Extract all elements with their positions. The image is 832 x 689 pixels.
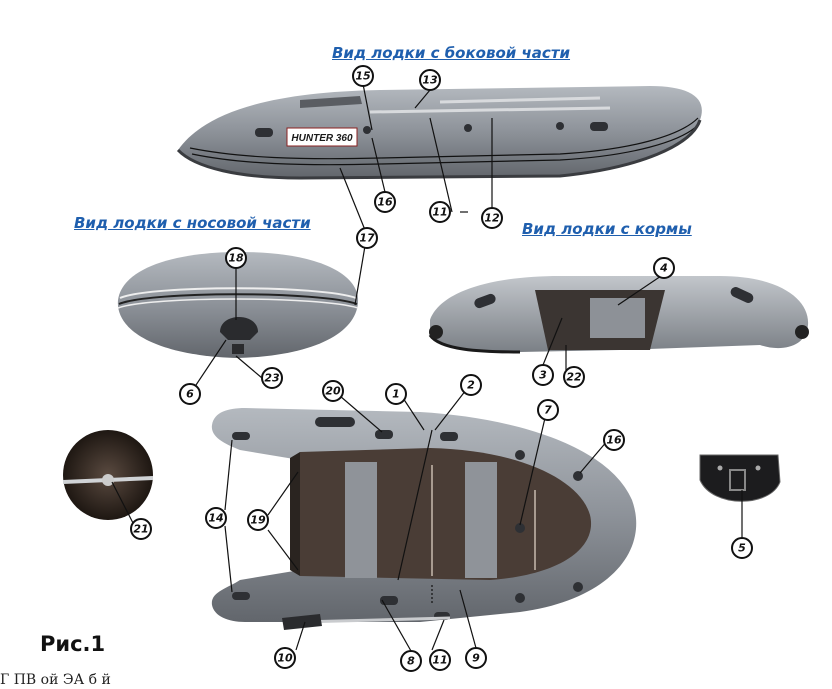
callout-3: 3	[532, 364, 554, 386]
callout-16: 16	[374, 191, 396, 213]
svg-text:16: 16	[377, 196, 393, 209]
callout-9: 9	[465, 647, 487, 669]
callout-23: 23	[261, 367, 283, 389]
svg-text:11: 11	[432, 206, 447, 219]
brand-logo: HUNTER 360	[291, 133, 353, 144]
callout-17: 17	[356, 227, 378, 249]
callout-5: 5	[731, 537, 753, 559]
heading-bow-view: Вид лодки с носовой части	[74, 214, 311, 232]
bow-view-boat	[117, 252, 359, 358]
callout-15: 15	[352, 65, 374, 87]
callout-2: 2	[460, 374, 482, 396]
callout-8: 8	[400, 650, 422, 672]
callout-1: 1	[385, 383, 407, 405]
svg-text:20: 20	[325, 385, 341, 398]
svg-text:7: 7	[544, 404, 552, 417]
svg-text:16: 16	[606, 434, 622, 447]
svg-text:11: 11	[432, 654, 447, 667]
inset-tube-joint	[62, 430, 154, 520]
side-view-boat: HUNTER 360	[176, 86, 702, 180]
svg-text:2: 2	[467, 379, 475, 392]
inset-transom-plate	[699, 454, 781, 502]
svg-text:19: 19	[250, 514, 266, 527]
svg-text:9: 9	[472, 652, 480, 665]
svg-text:18: 18	[228, 252, 244, 265]
leader-lines	[111, 83, 743, 652]
svg-text:21: 21	[133, 523, 148, 536]
heading-stern-view: Вид лодки с кормы	[522, 220, 692, 238]
callout-14: 14	[205, 507, 227, 529]
callout-10: 10	[274, 647, 296, 669]
svg-text:1: 1	[392, 388, 400, 401]
callout-18: 18	[225, 247, 247, 269]
svg-text:22: 22	[566, 371, 582, 384]
callout-22: 22	[563, 366, 585, 388]
svg-text:15: 15	[355, 70, 371, 83]
heading-side-view: Вид лодки с боковой части	[332, 44, 571, 62]
figure-label: Рис.1	[40, 632, 106, 656]
svg-text:12: 12	[484, 212, 500, 225]
svg-text:10: 10	[277, 652, 293, 665]
top-view-boat	[211, 408, 637, 630]
callout-11-top: 11	[429, 649, 451, 671]
callout-21: 21	[130, 518, 152, 540]
svg-text:3: 3	[539, 369, 547, 382]
callout-7: 7	[537, 399, 559, 421]
svg-text:13: 13	[422, 74, 438, 87]
callout-20: 20	[322, 380, 344, 402]
callout-19: 19	[247, 509, 269, 531]
svg-text:23: 23	[264, 372, 280, 385]
stern-view-boat	[428, 276, 809, 354]
footer-text-cutoff: Г ПВ ой ЭА б й	[0, 672, 111, 688]
callout-6: 6	[179, 383, 201, 405]
callout-11: 11	[429, 201, 451, 223]
svg-text:5: 5	[738, 542, 746, 555]
svg-text:17: 17	[359, 232, 375, 245]
callout-12: 12	[481, 207, 503, 229]
svg-text:6: 6	[186, 388, 194, 401]
svg-text:4: 4	[659, 262, 668, 275]
svg-text:14: 14	[208, 512, 223, 525]
svg-text:8: 8	[407, 655, 415, 668]
callout-4: 4	[653, 257, 675, 279]
callout-13: 13	[419, 69, 441, 91]
callout-16-top: 16	[603, 429, 625, 451]
